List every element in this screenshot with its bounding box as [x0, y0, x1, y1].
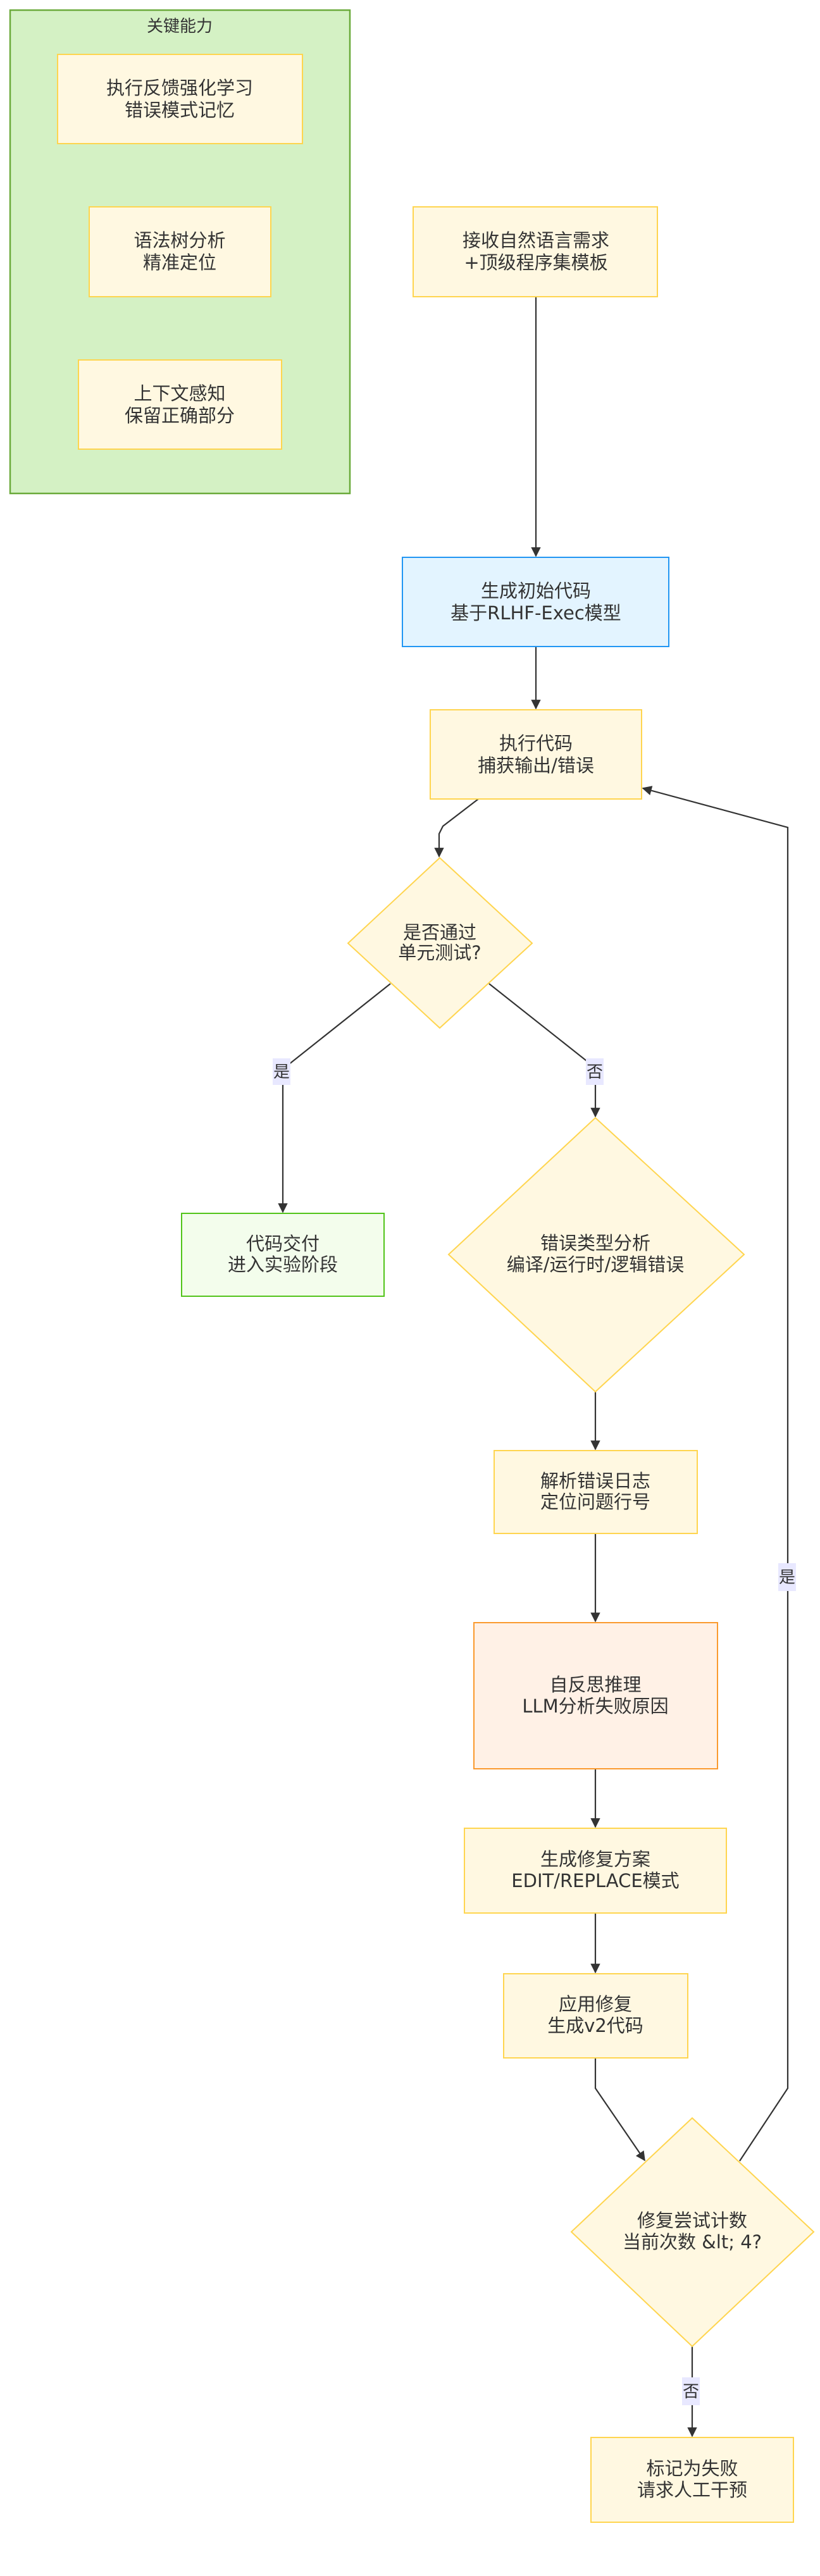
edge-test-no	[488, 983, 600, 1118]
node-label: 应用修复	[559, 1993, 632, 2015]
edge-label-test-yes: 是	[273, 1058, 290, 1085]
node-label: 是否通过	[403, 922, 476, 943]
node-label: 精准定位	[143, 252, 216, 273]
decision-retry-count: 修复尝试计数 当前次数 &lt; 4?	[570, 2117, 815, 2348]
node-label: 执行反馈强化学习	[106, 77, 253, 99]
node-label: 生成v2代码	[547, 2015, 643, 2036]
node-parse-log: 解析错误日志 定位问题行号	[494, 1450, 698, 1534]
edge-label-text: 否	[587, 1063, 603, 1082]
node-execute: 执行代码 捕获输出/错误	[430, 709, 642, 800]
node-generate: 生成初始代码 基于RLHF-Exec模型	[402, 557, 669, 647]
edge-label-text: 否	[683, 2382, 699, 2401]
node-fix-plan: 生成修复方案 EDIT/REPLACE模式	[464, 1828, 727, 1914]
node-label: 执行代码	[499, 733, 573, 754]
node-label: 标记为失败	[646, 2458, 738, 2479]
decision-error-type: 错误类型分析 编译/运行时/逻辑错误	[447, 1117, 745, 1393]
node-label: +顶级程序集模板	[464, 252, 607, 273]
node-label: 请求人工干预	[637, 2479, 747, 2501]
node-label: 上下文感知	[134, 383, 225, 404]
node-label: 基于RLHF-Exec模型	[450, 602, 621, 624]
node-label: 编译/运行时/逻辑错误	[507, 1254, 685, 1275]
node-label: 错误类型分析	[540, 1232, 650, 1254]
node-label: 代码交付	[246, 1233, 320, 1254]
node-label: 进入实验阶段	[228, 1254, 338, 1275]
group-title: 关键能力	[147, 17, 213, 36]
node-reflect: 自反思推理 LLM分析失败原因	[473, 1622, 718, 1769]
edge-execute-test	[434, 798, 479, 858]
node-label: 修复尝试计数	[637, 2210, 747, 2231]
edge-label-test-no: 否	[586, 1058, 604, 1085]
edge-label-retry-yes: 是	[778, 1563, 796, 1591]
node-label: 语法树分析	[134, 230, 225, 251]
node-label: 生成修复方案	[540, 1848, 650, 1870]
node-label: 自反思推理	[549, 1674, 641, 1695]
node-label: 单元测试?	[398, 942, 481, 963]
edge-retry-yes-loop	[642, 786, 789, 2162]
edge-label-retry-no: 否	[682, 2377, 700, 2405]
edge-label-text: 是	[779, 1568, 795, 1587]
edge-applyfix-retry	[594, 2058, 645, 2162]
node-label: 定位问题行号	[540, 1491, 650, 1513]
key-capabilities-group: 关键能力 执行反馈强化学习 错误模式记忆 语法树分析 精准定位 上下文感知 保留…	[9, 9, 351, 495]
edge-test-yes	[278, 983, 391, 1213]
node-deliver: 代码交付 进入实验阶段	[181, 1213, 385, 1297]
capability-node: 上下文感知 保留正确部分	[78, 359, 282, 450]
capability-node: 语法树分析 精准定位	[89, 206, 271, 297]
node-label: EDIT/REPLACE模式	[511, 1870, 679, 1892]
node-label: 保留正确部分	[125, 405, 235, 426]
capability-node: 执行反馈强化学习 错误模式记忆	[57, 54, 303, 144]
node-apply-fix: 应用修复 生成v2代码	[503, 1973, 688, 2059]
node-fail: 标记为失败 请求人工干预	[590, 2437, 794, 2523]
node-input: 接收自然语言需求 +顶级程序集模板	[413, 206, 658, 297]
node-label: 错误模式记忆	[125, 99, 235, 121]
node-label: LLM分析失败原因	[522, 1695, 668, 1717]
decision-test: 是否通过 单元测试?	[347, 857, 533, 1029]
edge-label-text: 是	[273, 1063, 290, 1082]
node-label: 解析错误日志	[540, 1470, 650, 1492]
node-label: 接收自然语言需求	[463, 230, 609, 251]
node-label: 捕获输出/错误	[478, 755, 594, 776]
node-label: 生成初始代码	[481, 580, 591, 602]
node-label: 当前次数 &lt; 4?	[623, 2231, 762, 2253]
